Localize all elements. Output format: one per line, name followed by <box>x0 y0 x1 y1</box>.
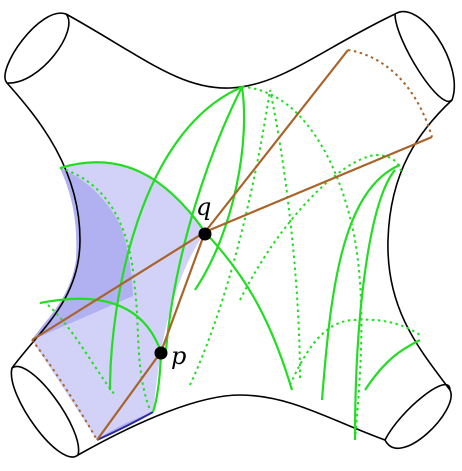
outline-top-edge <box>65 13 396 89</box>
green-dotted-upper-left <box>59 167 151 411</box>
brown-dotted-bottom-left <box>31 339 98 441</box>
surface-outline <box>4 10 455 458</box>
green-curve-lower-left <box>39 297 163 413</box>
point-q: q <box>196 193 212 241</box>
shaded-region-edge <box>96 411 154 441</box>
green-dotted-top-right <box>241 86 363 441</box>
green-dotted-right <box>239 153 403 301</box>
green-curve-inner <box>164 86 243 351</box>
tube-end-top-left <box>4 12 70 84</box>
green-dotted-center <box>189 89 301 386</box>
point-p: p <box>154 342 186 370</box>
brown-dotted-top-right <box>347 49 433 138</box>
brown-geodesics-back <box>31 49 433 441</box>
outline-right-edge <box>387 99 453 391</box>
green-curve-bottom-right <box>364 339 421 391</box>
tube-end-bottom-right <box>384 383 452 449</box>
tube-end-bottom-left <box>10 365 80 458</box>
green-curve-tall-arc <box>108 85 246 391</box>
green-geodesics-back <box>47 86 421 441</box>
outline-bottom-edge <box>77 394 386 456</box>
shaded-region-dark <box>32 168 133 340</box>
outline-left-edge <box>6 82 81 369</box>
point-q-label: q <box>196 193 211 221</box>
point-p-dot <box>154 346 168 360</box>
green-curve-right-arc <box>353 169 396 441</box>
point-p-label: p <box>171 342 186 370</box>
tube-end-top-right <box>394 10 455 103</box>
green-curve-mid-right <box>320 163 401 401</box>
point-q-dot <box>198 227 212 241</box>
green-dotted-bottom-right <box>289 318 421 386</box>
brown-line-diagonal <box>96 49 349 441</box>
